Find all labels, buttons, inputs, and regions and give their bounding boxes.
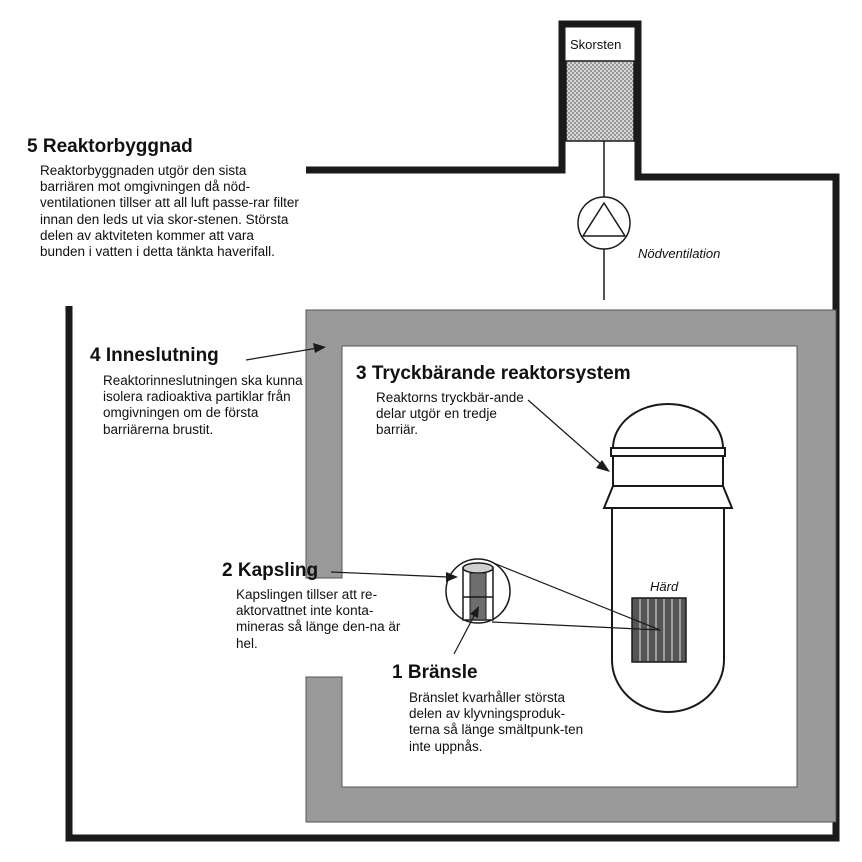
barrier-2-text: Kapslingen tillser att re-aktorvattnet i… — [236, 587, 401, 651]
reactor-core — [631, 597, 687, 663]
arrow-containment — [245, 343, 326, 361]
ventilation-fan-icon — [577, 196, 631, 250]
arrow-fuel — [453, 606, 479, 655]
barrier-2-title: 2 Kapsling — [222, 560, 319, 581]
fuel-rod-magnifier — [445, 558, 511, 624]
core-label: Härd — [650, 579, 679, 594]
reactor-vessel — [602, 403, 734, 713]
magnifier-line-bottom — [491, 621, 661, 631]
barrier-5-text: Reaktorbyggnaden utgör den sista barriär… — [40, 163, 299, 260]
barrier-3-title: 3 Tryckbärande reaktorsystem — [356, 363, 631, 384]
magnifier-line-top — [485, 559, 661, 631]
containment-wall — [305, 309, 837, 823]
barrier-4-title: 4 Inneslutning — [90, 345, 219, 366]
barrier-3-text: Reaktorns tryckbär-ande delar utgör en t… — [376, 390, 524, 438]
barrier-1-title: 1 Bränsle — [392, 662, 478, 683]
ventilation-label: Nödventilation — [638, 246, 721, 261]
arrow-cladding — [330, 571, 458, 582]
barrier-1-text: Bränslet kvarhåller största delen av kly… — [409, 690, 584, 754]
chimney-label: Skorsten — [570, 37, 622, 52]
barrier-4-text: Reaktorinneslutningen ska kunna isolera … — [103, 373, 303, 437]
chimney-filter — [565, 60, 635, 142]
barrier-5-title: 5 Reaktorbyggnad — [27, 136, 193, 157]
arrow-reactor-vessel — [527, 399, 610, 472]
reactor-building-outline — [65, 20, 840, 842]
